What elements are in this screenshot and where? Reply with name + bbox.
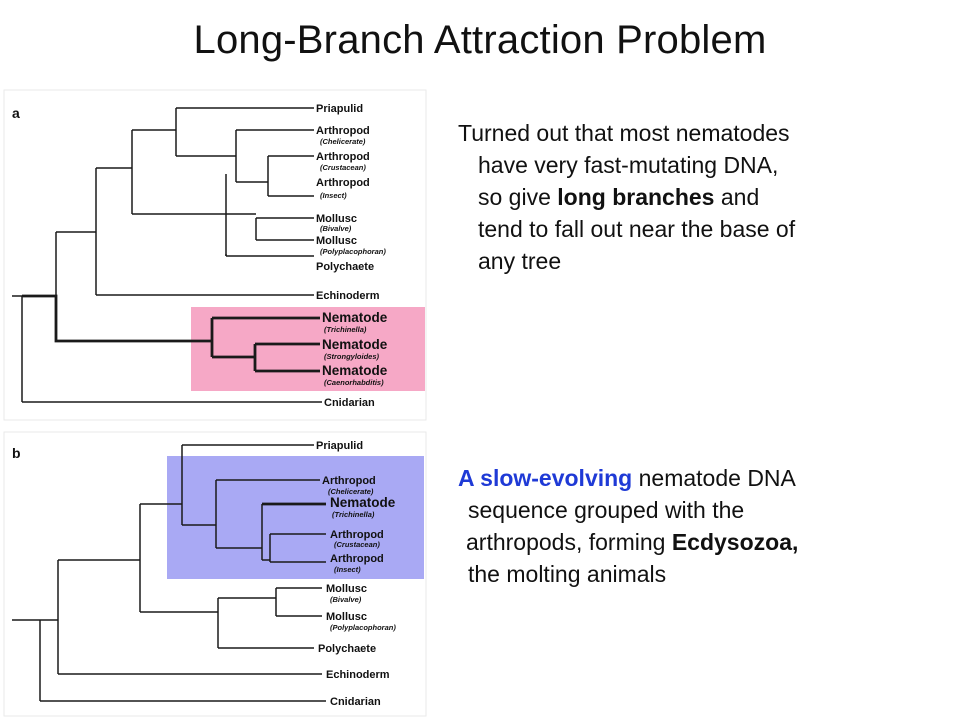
taxon-sublabel: (Crustacean) xyxy=(320,163,366,172)
taxon-label: Priapulid xyxy=(316,103,363,115)
taxon-label: Nematode xyxy=(322,337,388,352)
tree-a-labels: Priapulid Arthropod (Chelicerate) Arthro… xyxy=(316,103,388,409)
emphasis-long-branches: long branches xyxy=(557,184,715,210)
taxon-label: Mollusc xyxy=(316,235,357,247)
taxon-sublabel: (Crustacean) xyxy=(334,540,380,549)
tree-b xyxy=(12,444,326,702)
taxon-label: Polychaete xyxy=(318,643,376,655)
text-run: arthropods, forming xyxy=(466,529,672,555)
text-line: tend to fall out near the base of xyxy=(478,216,796,242)
emphasis-ecdysozoa: Ecdysozoa, xyxy=(671,529,799,555)
taxon-label: Cnidarian xyxy=(324,397,375,409)
slide-title: Long-Branch Attraction Problem xyxy=(193,18,767,62)
taxon-sublabel: (Insect) xyxy=(334,565,361,574)
taxon-sublabel: (Polyplacophoran) xyxy=(330,623,396,632)
tree-b-labels: Priapulid Arthropod (Chelicerate) Nemato… xyxy=(316,440,396,708)
taxon-label: Nematode xyxy=(322,310,388,325)
taxon-sublabel: (Strongyloides) xyxy=(324,352,380,361)
taxon-sublabel: (Bivalve) xyxy=(320,224,352,233)
text-line: Turned out that most nematodes xyxy=(458,120,790,146)
taxon-label: Nematode xyxy=(322,363,388,378)
taxon-sublabel: (Polyplacophoran) xyxy=(320,247,386,256)
tree-a xyxy=(12,107,322,403)
taxon-label: Cnidarian xyxy=(330,696,381,708)
panel-a-label: a xyxy=(12,105,20,121)
panel-b-label: b xyxy=(12,445,21,461)
taxon-label: Mollusc xyxy=(326,611,367,623)
ecdysozoa-highlight-box xyxy=(167,456,424,579)
taxon-label: Mollusc xyxy=(316,213,357,225)
text-run: and xyxy=(714,184,760,210)
taxon-label: Echinoderm xyxy=(316,290,380,302)
nematode-highlight-box xyxy=(191,307,425,391)
emphasis-slow-evolving: A slow-evolving xyxy=(458,465,633,491)
text-line: so give long branches and xyxy=(458,181,938,213)
text-line: arthropods, forming Ecdysozoa, xyxy=(458,526,938,558)
taxon-sublabel: (Trichinella) xyxy=(332,510,375,519)
taxon-label: Arthropod xyxy=(316,151,370,163)
taxon-label: Priapulid xyxy=(316,440,363,452)
text-run: nematode DNA xyxy=(632,465,796,491)
scan-show-through xyxy=(3,89,427,717)
taxon-label: Arthropod xyxy=(330,529,384,541)
taxon-label: Nematode xyxy=(330,495,396,510)
taxon-sublabel: (Chelicerate) xyxy=(328,487,374,496)
text-line: sequence grouped with the xyxy=(468,497,745,523)
taxon-sublabel: (Caenorhabditis) xyxy=(324,378,384,387)
ecdysozoa-explanation: A slow-evolving nematode DNA sequence gr… xyxy=(458,462,938,590)
taxon-label: Arthropod xyxy=(316,177,370,189)
text-line: have very fast-mutating DNA, xyxy=(478,152,779,178)
taxon-sublabel: (Insect) xyxy=(320,191,347,200)
taxon-sublabel: (Trichinella) xyxy=(324,325,367,334)
long-branch-explanation: Turned out that most nematodes have very… xyxy=(458,117,938,277)
taxon-sublabel: (Chelicerate) xyxy=(320,137,366,146)
taxon-label: Arthropod xyxy=(330,553,384,565)
taxon-label: Polychaete xyxy=(316,261,374,273)
taxon-label: Mollusc xyxy=(326,583,367,595)
text-line: A slow-evolving nematode DNA xyxy=(458,462,938,494)
taxon-label: Arthropod xyxy=(322,475,376,487)
taxon-label: Arthropod xyxy=(316,125,370,137)
text-line: the molting animals xyxy=(468,561,667,587)
taxon-sublabel: (Bivalve) xyxy=(330,595,362,604)
text-line: any tree xyxy=(478,248,562,274)
taxon-label: Echinoderm xyxy=(326,669,390,681)
text-run: so give xyxy=(478,184,558,210)
